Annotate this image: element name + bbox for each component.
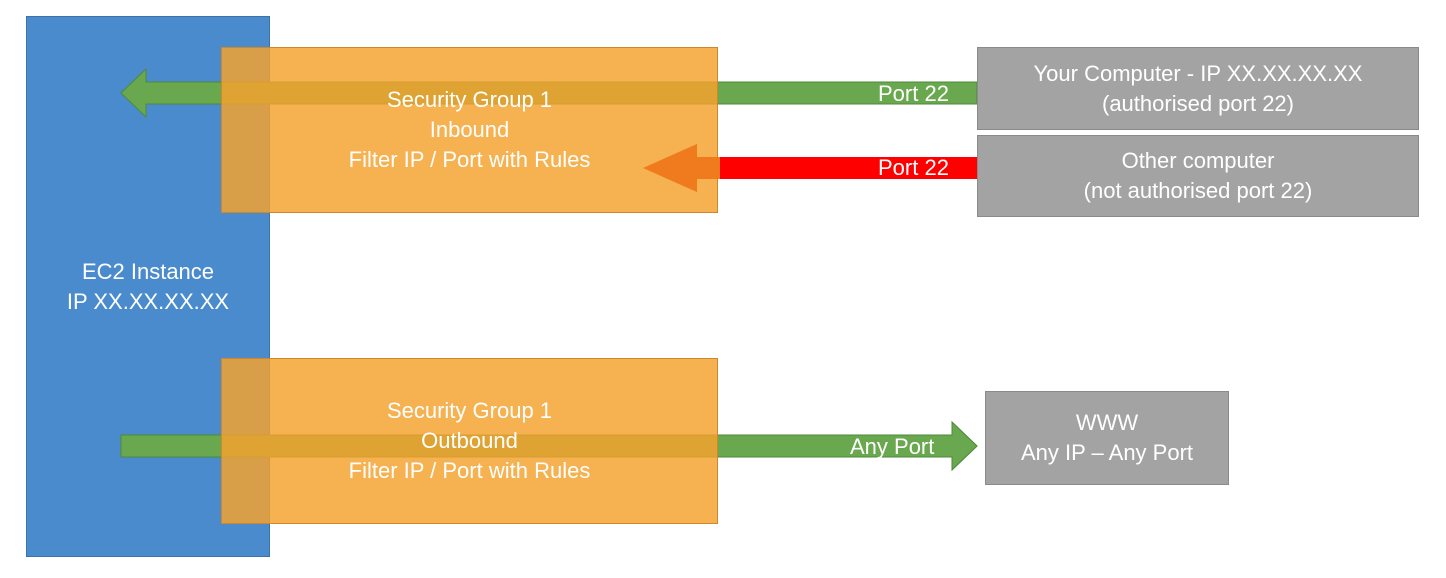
- other-computer-note: (not authorised port 22): [1083, 178, 1313, 203]
- other-computer-title: Other computer: [1121, 148, 1275, 173]
- sg-outbound-direction: Outbound: [421, 428, 518, 453]
- blocked-port-label: Port 22: [878, 155, 949, 180]
- blocked-inbound-arrow-shaft-overlay: [695, 157, 977, 179]
- www-title: WWW: [1075, 410, 1139, 435]
- your-computer-note: (authorised port 22): [1102, 90, 1294, 116]
- sg-inbound-description: Filter IP / Port with Rules: [348, 147, 591, 172]
- security-group-inbound: Security Group 1 Inbound Filter IP / Por…: [221, 47, 718, 213]
- www-box: WWW Any IP – Any Port: [985, 391, 1229, 485]
- your-computer-title: Your Computer - IP XX.XX.XX.XX: [1033, 60, 1363, 86]
- security-group-outbound: Security Group 1 Outbound Filter IP / Po…: [221, 358, 718, 524]
- ec2-instance-box: EC2 Instance IP XX.XX.XX.XX: [26, 16, 270, 557]
- ec2-instance-title: EC2 Instance: [81, 258, 215, 284]
- your-computer-box: Your Computer - IP XX.XX.XX.XX (authoris…: [977, 47, 1419, 130]
- sg-outbound-description: Filter IP / Port with Rules: [348, 458, 591, 483]
- sg-inbound-title: Security Group 1: [386, 87, 553, 112]
- allowed-port-label: Port 22: [878, 81, 949, 106]
- sg-inbound-direction: Inbound: [429, 117, 510, 142]
- sg-outbound-title: Security Group 1: [386, 398, 553, 423]
- www-description: Any IP – Any Port: [1020, 440, 1194, 465]
- ec2-instance-ip: IP XX.XX.XX.XX: [66, 288, 230, 314]
- blocked-inbound-arrowhead-overlay: [643, 144, 720, 192]
- outbound-port-label: Any Port: [850, 434, 935, 459]
- other-computer-box: Other computer (not authorised port 22): [977, 135, 1419, 217]
